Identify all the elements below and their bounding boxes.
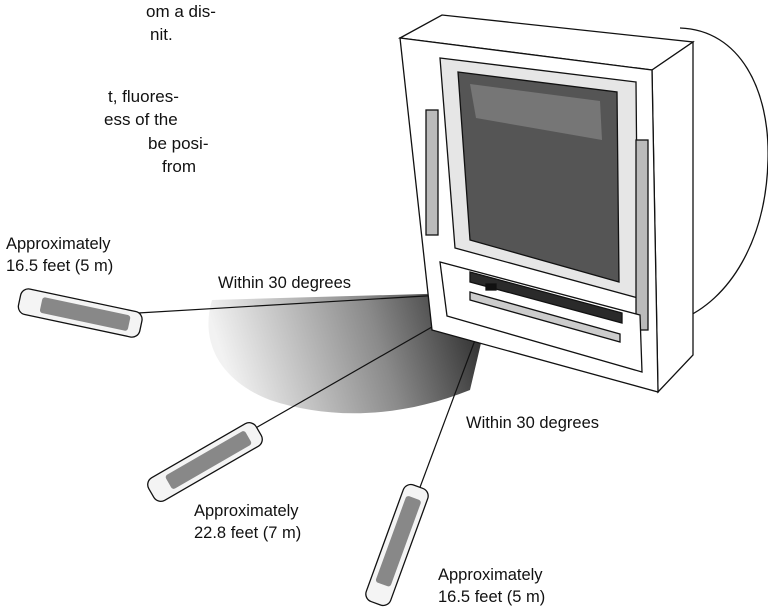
label-line: Approximately	[194, 500, 301, 522]
text-line: from	[0, 155, 210, 178]
upper-left-remote-distance-label: Approximately 16.5 feet (5 m)	[6, 233, 113, 277]
upper-angle-label: Within 30 degrees	[218, 272, 351, 294]
remote-middle	[145, 420, 265, 505]
label-line: 16.5 feet (5 m)	[438, 586, 545, 608]
remote-upper-left	[17, 287, 144, 338]
text-line: be posi-	[0, 132, 210, 155]
tv-remote-sensor	[486, 284, 496, 290]
tv-speaker-right	[636, 140, 648, 330]
bottom-remote-distance-label: Approximately 16.5 feet (5 m)	[438, 564, 545, 608]
text-line: om a dis-	[0, 0, 210, 23]
tv-speaker-left	[426, 110, 438, 235]
label-line: 16.5 feet (5 m)	[6, 255, 113, 277]
manual-text-fragment: om a dis- nit. t, fluores- ess of the be…	[0, 0, 210, 178]
text-line: t, fluores-	[0, 85, 210, 108]
tv-set-illustration	[400, 15, 768, 392]
text-line: ess of the	[0, 108, 210, 131]
text-line: nit.	[0, 23, 210, 46]
tv-cabinet-side	[652, 42, 693, 392]
remote-bottom	[364, 482, 431, 607]
middle-remote-distance-label: Approximately 22.8 feet (7 m)	[194, 500, 301, 544]
lower-angle-label: Within 30 degrees	[466, 412, 599, 434]
label-line: Approximately	[6, 233, 113, 255]
label-line: Approximately	[438, 564, 545, 586]
label-line: 22.8 feet (7 m)	[194, 522, 301, 544]
